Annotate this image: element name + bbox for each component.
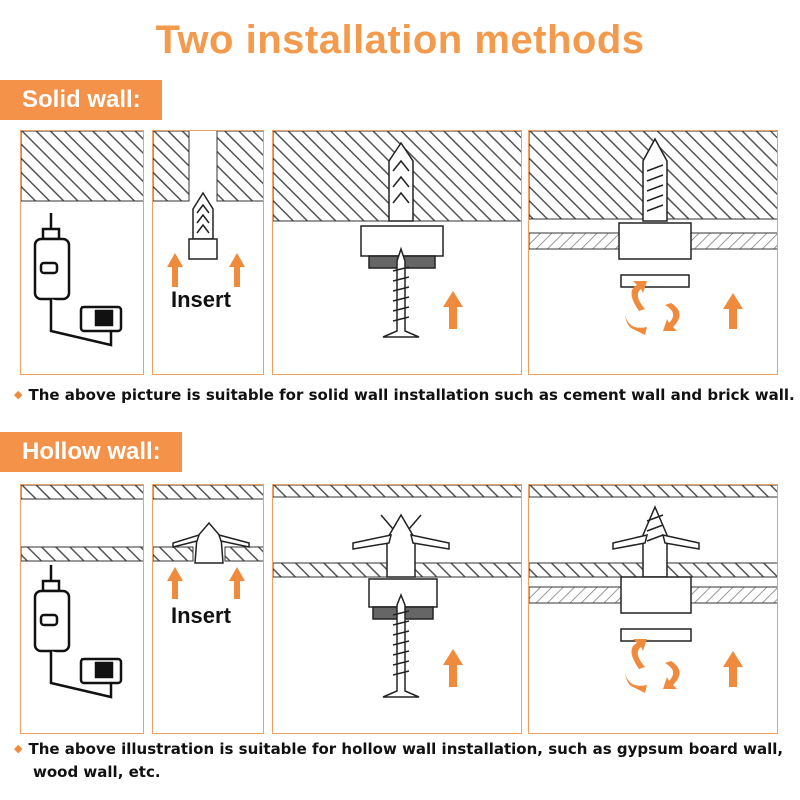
- drill-icon: [33, 565, 123, 699]
- solid-screw-panel: [272, 130, 522, 375]
- solid-wall-label: Solid wall:: [0, 80, 162, 120]
- bullet-icon: ◆: [14, 388, 23, 401]
- screw-icon: [382, 246, 420, 338]
- solid-drill-illustration: [21, 131, 143, 347]
- hollow-insert-text: Insert: [171, 603, 231, 628]
- solid-insert-text: Insert: [171, 287, 231, 312]
- up-arrow-icon: [167, 253, 245, 287]
- anchor-plug-icon: [388, 141, 414, 222]
- drill-icon: [33, 213, 123, 347]
- hollow-wall-note-line2: wood wall, etc.: [33, 763, 161, 781]
- hollow-screw-illustration: [273, 485, 521, 698]
- hollow-anchor-icon: [172, 521, 250, 564]
- anchor-plug-icon: [188, 191, 218, 260]
- hollow-screw-panel: [272, 484, 522, 734]
- rotate-icon: [625, 639, 680, 693]
- hollow-drill-panel: [20, 484, 144, 734]
- solid-note-text: The above picture is suitable for solid …: [28, 386, 795, 404]
- cap-block: [368, 578, 438, 620]
- up-arrow-icon: [443, 291, 463, 329]
- up-arrow-icon: [723, 651, 743, 687]
- hollow-insert-panel: Insert: [152, 484, 264, 734]
- hollow-wall-note: ◆ The above illustration is suitable for …: [14, 740, 783, 758]
- solid-screw-illustration: [273, 131, 521, 338]
- hollow-insert-illustration: [153, 485, 263, 599]
- hollow-rotate-illustration: [529, 485, 777, 693]
- solid-drill-panel: [20, 130, 144, 375]
- hollow-anchor-icon: [612, 505, 700, 642]
- hollow-note-line1: The above illustration is suitable for h…: [28, 740, 784, 758]
- bullet-icon: ◆: [14, 742, 23, 755]
- solid-insert-panel: Insert: [152, 130, 264, 375]
- solid-wall-note: ◆ The above picture is suitable for solid…: [14, 386, 795, 404]
- page-title: Two installation methods: [155, 18, 645, 62]
- rotate-icon: [625, 281, 680, 335]
- hollow-anchor-icon: [352, 513, 450, 578]
- solid-rotate-panel: [528, 130, 778, 375]
- anchor-plug-icon: [618, 137, 692, 288]
- hollow-wall-label: Hollow wall:: [0, 432, 182, 472]
- hollow-rotate-panel: [528, 484, 778, 734]
- screw-icon: [382, 592, 420, 698]
- up-arrow-icon: [167, 567, 245, 599]
- solid-insert-illustration: [153, 131, 263, 287]
- solid-rotate-illustration: [529, 131, 777, 335]
- hollow-drill-illustration: [21, 485, 143, 699]
- up-arrow-icon: [443, 649, 463, 687]
- hollow-note-line2: wood wall, etc.: [33, 763, 161, 781]
- up-arrow-icon: [723, 293, 743, 329]
